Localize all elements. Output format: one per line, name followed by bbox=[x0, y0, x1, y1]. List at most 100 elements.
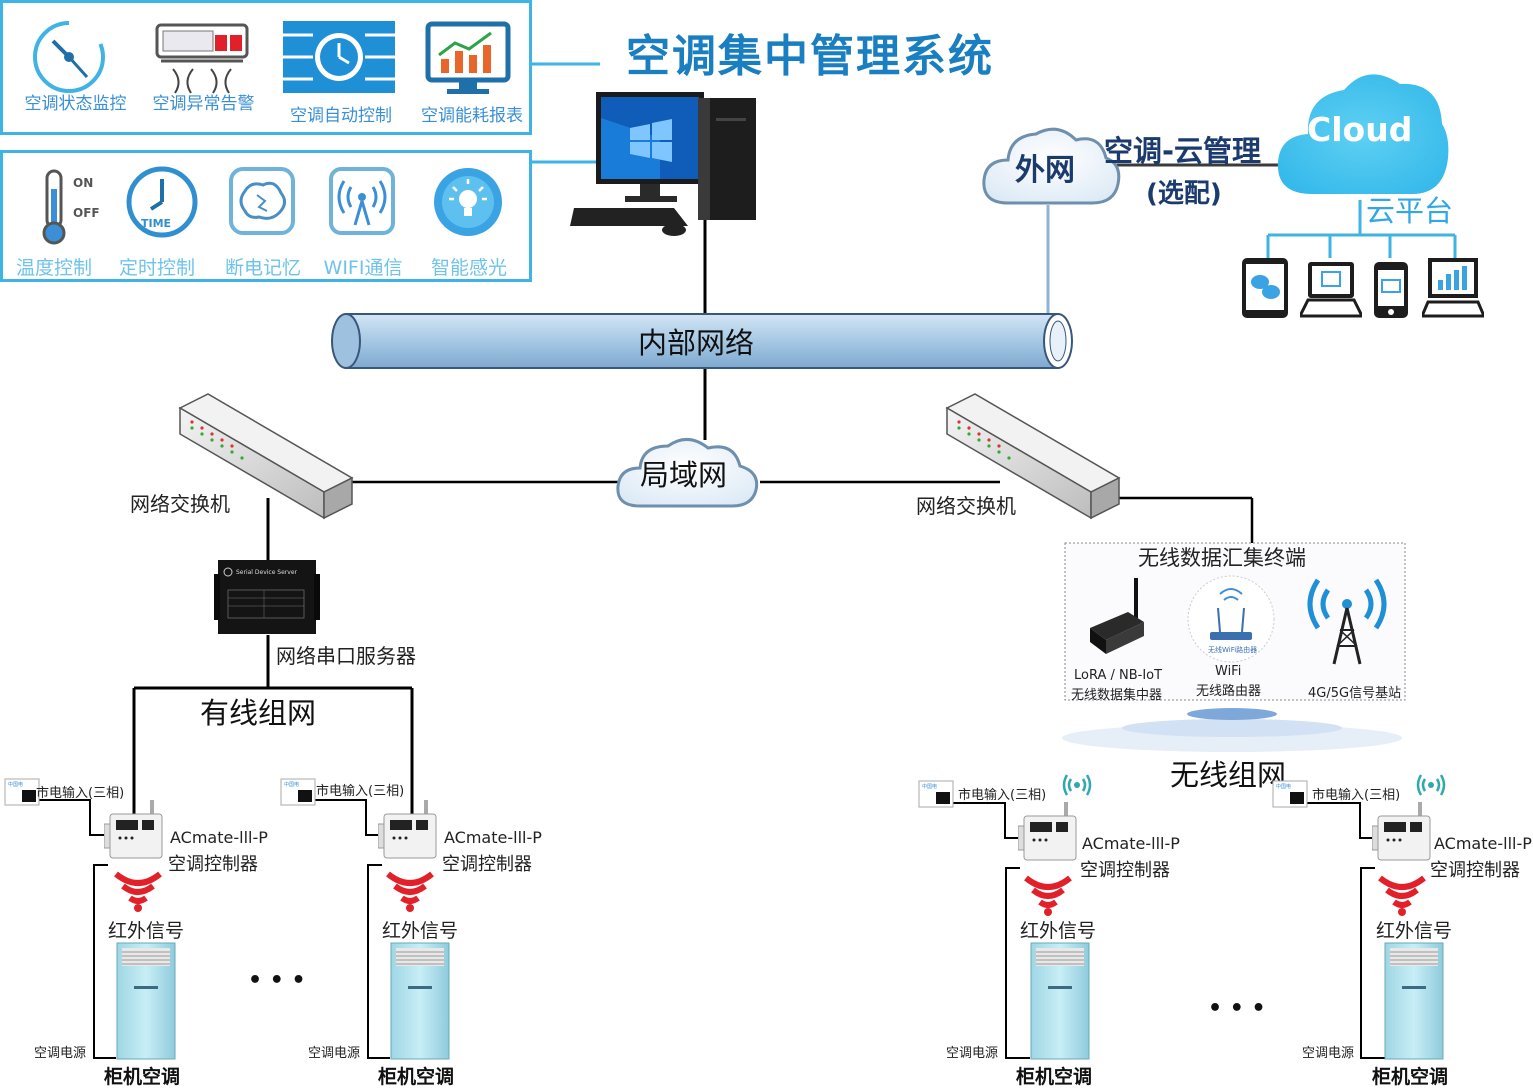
ir-signal-icon bbox=[114, 871, 162, 912]
internal-network-pipe bbox=[331, 313, 1073, 369]
wifi-signal-icon bbox=[1062, 774, 1092, 796]
ac-controller-icon bbox=[378, 800, 437, 859]
outer-network-cloud bbox=[982, 127, 1121, 205]
network-switch-right bbox=[945, 393, 1121, 520]
page-title: 空调集中管理系统 bbox=[626, 31, 994, 82]
cloud-word: Cloud bbox=[1307, 110, 1413, 149]
svg-text:无线WiFi路由器: 无线WiFi路由器 bbox=[1208, 645, 1257, 654]
feature-label-auto: 空调自动控制 bbox=[290, 106, 392, 126]
controller-model-label: ACmate-lll-P bbox=[170, 828, 268, 847]
controller-name-label: 空调控制器 bbox=[442, 854, 532, 875]
cloud-platform-icon bbox=[1277, 74, 1449, 194]
ac-power-label: 空调电源 bbox=[34, 1046, 87, 1061]
ac-controller-icon bbox=[1372, 802, 1431, 861]
wifi-antenna-icon bbox=[329, 167, 395, 235]
internal-network-label: 内部网络 bbox=[638, 326, 755, 360]
network-switch-left bbox=[178, 393, 354, 520]
ac-unit-2: 中国电 市电输入(三相) ACmate-lll-P 空调控制器 红外信号 空调电… bbox=[276, 770, 556, 1088]
power-input-label: 市电输入(三相) bbox=[316, 784, 405, 799]
serial-server-icon: Serial Device Server bbox=[214, 560, 320, 634]
lora-label-2: 无线数据集中器 bbox=[1071, 688, 1163, 703]
feature-label-alarm: 空调异常告警 bbox=[152, 94, 255, 114]
base-station-label: 4G/5G信号基站 bbox=[1308, 686, 1402, 701]
ac-unit-3: 中国电 市电输入(三相) ACmate-lll-P 空调控制器 红外信号 空调电… bbox=[914, 772, 1204, 1088]
desktop-computer-icon bbox=[570, 92, 756, 236]
ac-controller-icon bbox=[1018, 802, 1077, 861]
light-sensor-icon bbox=[434, 168, 502, 236]
serial-server-device-title: Serial Device Server bbox=[236, 569, 298, 576]
lora-concentrator-icon bbox=[1090, 578, 1144, 654]
ac-power-label: 空调电源 bbox=[946, 1046, 999, 1061]
cabinet-ac-icon bbox=[1030, 942, 1090, 1060]
ac-name-label: 柜机空调 bbox=[1372, 1066, 1449, 1088]
controller-name-label: 空调控制器 bbox=[168, 854, 258, 875]
lora-label-1: LoRA / NB-IoT bbox=[1074, 668, 1163, 683]
ellipsis-left: • • • bbox=[248, 968, 306, 993]
ir-signal-icon bbox=[386, 871, 434, 912]
on-text: ON bbox=[73, 176, 93, 190]
ac-power-label: 空调电源 bbox=[308, 1046, 361, 1061]
wifi-router-icon: 无线WiFi路由器 bbox=[1187, 575, 1275, 663]
svg-text:中国电: 中国电 bbox=[8, 781, 23, 788]
cabinet-ac-icon bbox=[390, 942, 450, 1060]
outer-network-label: 外网 bbox=[1015, 153, 1075, 188]
svg-text:中国电: 中国电 bbox=[1276, 783, 1291, 790]
svg-text:中国电: 中国电 bbox=[284, 781, 299, 788]
ir-signal-icon bbox=[1024, 875, 1072, 916]
ac-name-label: 柜机空调 bbox=[1016, 1066, 1093, 1088]
clock-circuit-icon bbox=[283, 21, 395, 93]
controller-model-label: ACmate-lll-P bbox=[1082, 834, 1180, 853]
controller-name-label: 空调控制器 bbox=[1430, 860, 1520, 881]
wifi-signal-icon bbox=[1416, 774, 1446, 796]
feature-label-status: 空调状态监控 bbox=[24, 94, 127, 114]
feature-panel-bottom: ON OFF 温度控制 TIME 定时控制 断电记忆 WIFI通信 智能感光 bbox=[0, 150, 532, 282]
timer-icon: TIME bbox=[126, 166, 198, 238]
feature-label-report: 空调能耗报表 bbox=[421, 106, 523, 126]
ellipsis-right: • • • bbox=[1208, 996, 1266, 1021]
phone-icon bbox=[1374, 262, 1408, 318]
cabinet-ac-icon bbox=[1384, 942, 1444, 1060]
ir-signal-label: 红外信号 bbox=[1020, 920, 1097, 942]
base-station-icon bbox=[1307, 578, 1387, 665]
optional-label: (选配) bbox=[1146, 179, 1222, 209]
report-monitor-icon bbox=[425, 21, 511, 94]
power-input-label: 市电输入(三相) bbox=[958, 788, 1047, 803]
cabinet-ac-icon bbox=[116, 942, 176, 1060]
controller-model-label: ACmate-lll-P bbox=[1434, 834, 1532, 853]
ac-name-label: 柜机空调 bbox=[104, 1066, 181, 1088]
ac-power-label: 空调电源 bbox=[1302, 1046, 1355, 1061]
ir-signal-label: 红外信号 bbox=[108, 920, 185, 942]
feature-label-temperature: 温度控制 bbox=[15, 257, 92, 279]
ir-signal-label: 红外信号 bbox=[382, 920, 459, 942]
cloud-management-label: 空调-云管理 bbox=[1104, 134, 1262, 168]
wireless-network-label: 无线组网 bbox=[1170, 758, 1287, 792]
wireless-terminal-title: 无线数据汇集终端 bbox=[1138, 546, 1306, 570]
wired-network-label: 有线组网 bbox=[200, 696, 317, 730]
feature-label-memory: 断电记忆 bbox=[224, 257, 301, 279]
cloud-platform-label: 云平台 bbox=[1366, 194, 1454, 228]
wifi-label-2: 无线路由器 bbox=[1196, 684, 1262, 699]
ac-unit-4: 中国电 市电输入(三相) ACmate-lll-P 空调控制器 红外信号 空调电… bbox=[1268, 772, 1533, 1088]
off-text: OFF bbox=[73, 206, 100, 220]
switch-label-left: 网络交换机 bbox=[130, 492, 230, 516]
switch-label-right: 网络交换机 bbox=[916, 494, 1016, 518]
power-socket-icon: 中国电 bbox=[280, 778, 316, 806]
ac-alarm-icon bbox=[155, 23, 249, 94]
feature-label-light: 智能感光 bbox=[430, 257, 507, 279]
power-input-label: 市电输入(三相) bbox=[36, 786, 125, 801]
ac-controller-icon bbox=[104, 800, 163, 859]
ir-signal-label: 红外信号 bbox=[1376, 920, 1453, 942]
wifi-label-1: WiFi bbox=[1215, 664, 1242, 679]
ir-signal-icon bbox=[1378, 875, 1426, 916]
thermometer-icon: ON OFF bbox=[42, 169, 100, 245]
lan-cloud bbox=[616, 438, 759, 508]
brain-memory-icon bbox=[229, 167, 295, 235]
ac-name-label: 柜机空调 bbox=[378, 1066, 455, 1088]
desktop-monitor-icon bbox=[1422, 258, 1484, 318]
laptop-icon bbox=[1300, 262, 1362, 318]
controller-name-label: 空调控制器 bbox=[1080, 860, 1170, 881]
power-socket-icon: 中国电 bbox=[4, 778, 40, 806]
feature-label-timer: 定时控制 bbox=[118, 257, 195, 279]
power-socket-icon: 中国电 bbox=[1272, 780, 1308, 808]
tablet-icon bbox=[1242, 258, 1288, 318]
